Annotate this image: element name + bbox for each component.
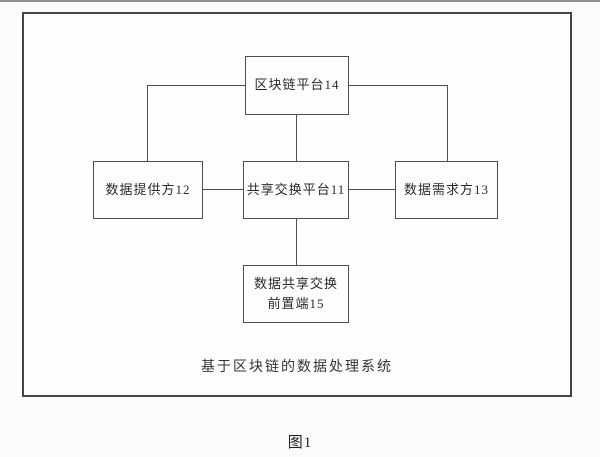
node-exchange-platform-11: 共享交换平台11: [243, 161, 349, 219]
page-top-edge-strip: [0, 0, 600, 2]
edge-blockchain-to-demander-horizontal: [348, 85, 448, 86]
node-data-provider-12: 数据提供方12: [93, 161, 203, 219]
node-data-demander-13: 数据需求方13: [395, 161, 498, 219]
edge-blockchain-to-exchange-vertical: [296, 114, 297, 162]
edge-exchange-to-demander-horizontal: [348, 189, 396, 190]
edge-provider-to-exchange-horizontal: [202, 189, 244, 190]
edge-blockchain-to-demander-vertical: [447, 85, 448, 162]
node-blockchain-platform-14: 区块链平台14: [245, 56, 349, 115]
edge-blockchain-to-provider-vertical: [147, 85, 148, 162]
edge-blockchain-to-provider-horizontal: [147, 85, 246, 86]
edge-exchange-to-frontend-vertical: [296, 218, 297, 266]
diagram-caption: 基于区块链的数据处理系统: [201, 360, 393, 375]
figure-number-label: 图1: [287, 435, 313, 451]
node-data-sharing-frontend-15: 数据共享交换 前置端15: [243, 265, 349, 323]
